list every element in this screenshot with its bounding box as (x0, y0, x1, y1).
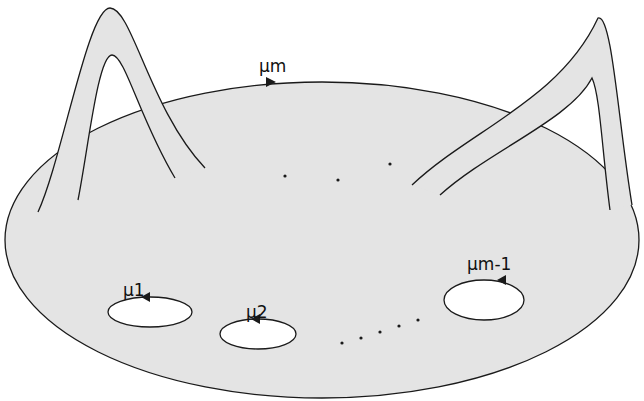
boundary-label: μ1 (123, 282, 145, 299)
boundary-hole (220, 319, 296, 349)
handle-outline (38, 8, 205, 212)
handle-fill (38, 8, 205, 212)
handle-outline (440, 78, 610, 210)
handle-fill (412, 18, 632, 210)
orientation-arrow (497, 275, 506, 285)
boundary-label: μm-1 (467, 256, 511, 273)
orientation-arrow (266, 77, 276, 87)
ellipsis-dots (283, 162, 419, 344)
boundary-label: μm (259, 58, 286, 75)
surface-disk (5, 82, 639, 398)
boundary-hole (444, 280, 524, 320)
handle-outline (78, 55, 175, 200)
boundary-label: μ2 (246, 304, 268, 321)
